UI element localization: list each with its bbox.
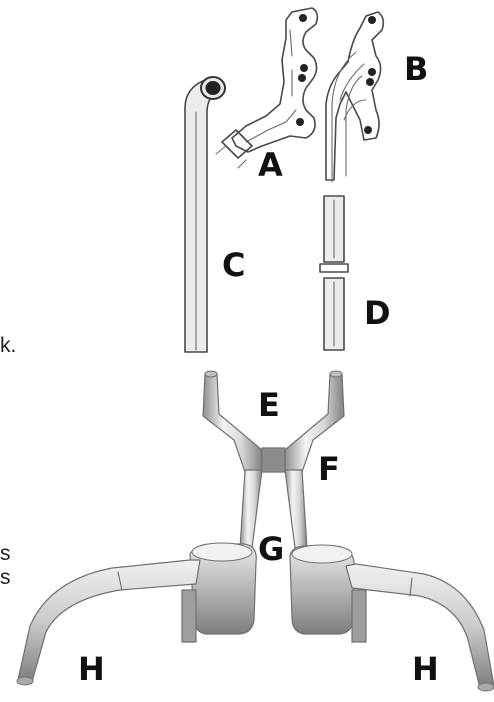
label-e: E [258,386,280,424]
label-a: A [258,146,283,184]
label-g: G [258,530,284,568]
label-c: C [222,246,245,284]
edge-text-3: s [0,566,11,589]
label-h-left: H [78,650,105,688]
muffler-g-right [290,545,366,642]
label-b: B [404,50,428,88]
label-f: F [318,450,340,488]
tailpipe-h-left [17,560,200,685]
downpipe-c [185,77,225,352]
muffler-g-left [182,543,256,642]
header-b [326,12,383,182]
edge-text-1: k. [0,334,16,357]
label-h-right: H [412,650,439,688]
edge-text-2: s [0,542,11,565]
label-d: D [364,294,391,332]
collector-pipe-d [320,196,348,350]
exhaust-manifold-a [216,8,317,168]
